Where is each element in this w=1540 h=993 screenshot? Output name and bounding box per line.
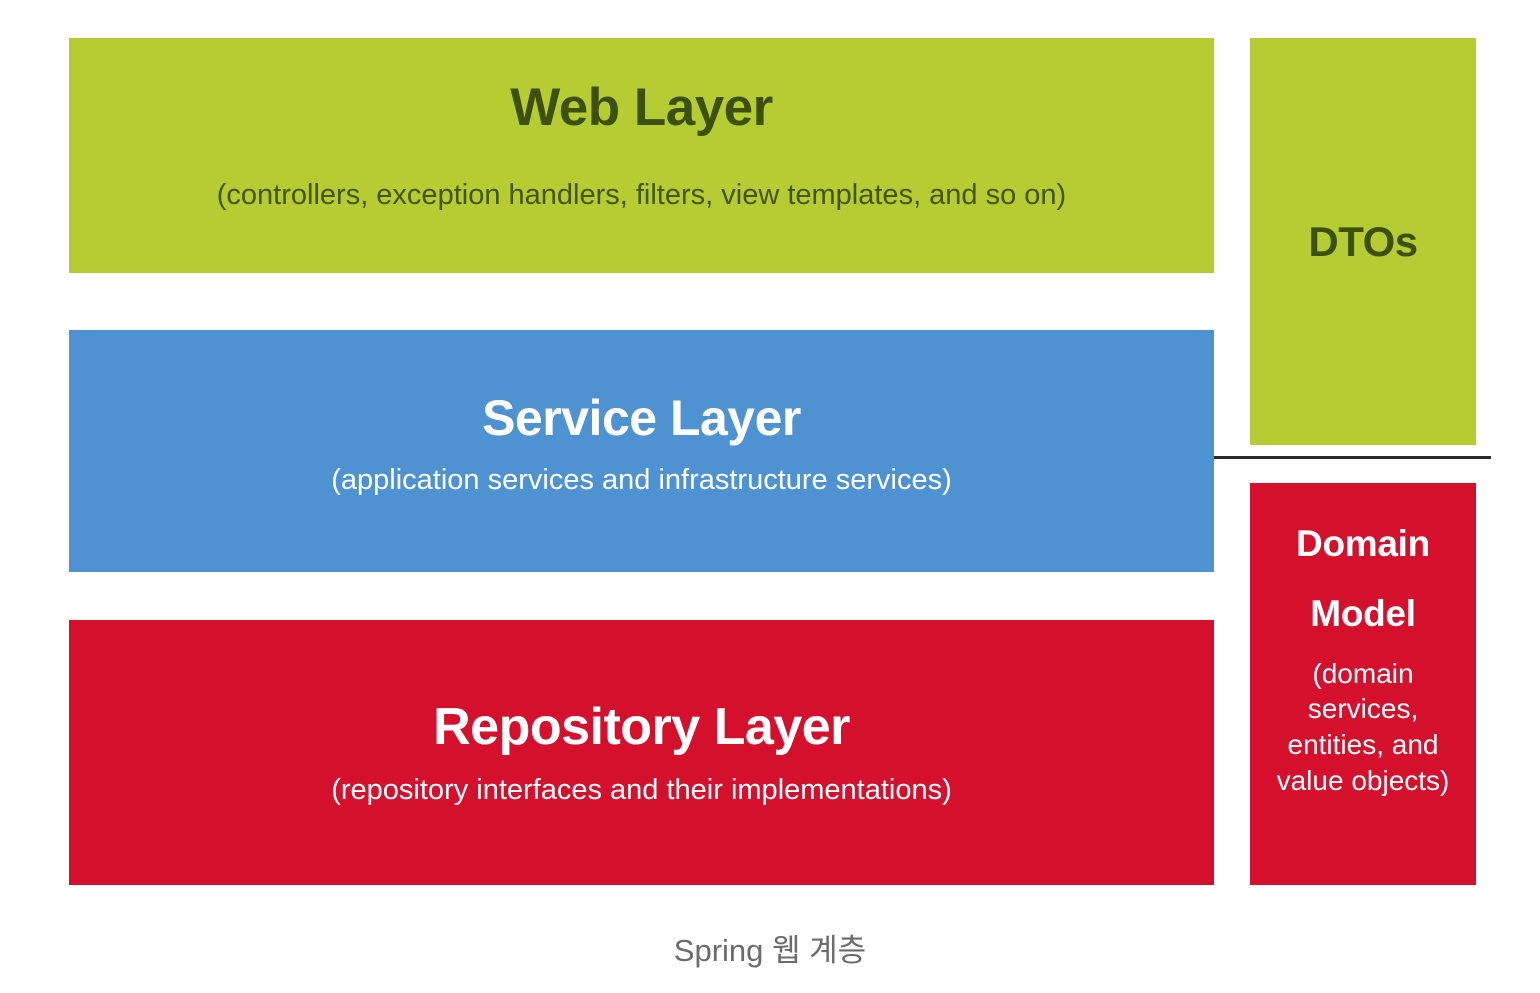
dtos-box: DTOs [1250, 38, 1476, 445]
domain-model-box: Domain Model (domain services, entities,… [1250, 483, 1476, 885]
web-layer-title: Web Layer [510, 78, 773, 137]
domain-model-subtitle: (domain services, entities, and value ob… [1276, 657, 1450, 797]
service-layer-title: Service Layer [482, 390, 801, 446]
web-layer-subtitle: (controllers, exception handlers, filter… [216, 178, 1067, 211]
dtos-title: DTOs [1308, 217, 1418, 265]
domain-model-title-line-1: Domain [1296, 523, 1430, 564]
web-layer-box: Web Layer (controllers, exception handle… [69, 38, 1214, 273]
repository-layer-title: Repository Layer [433, 698, 850, 756]
service-layer-subtitle: (application services and infrastructure… [331, 463, 952, 496]
divider-line [1214, 456, 1491, 459]
repository-layer-box: Repository Layer (repository interfaces … [69, 620, 1214, 885]
diagram-caption: Spring 웹 계층 [673, 933, 867, 968]
domain-model-title-line-2: Model [1310, 593, 1416, 635]
repository-layer-subtitle: (repository interfaces and their impleme… [331, 773, 952, 806]
service-layer-box: Service Layer (application services and … [69, 330, 1214, 572]
